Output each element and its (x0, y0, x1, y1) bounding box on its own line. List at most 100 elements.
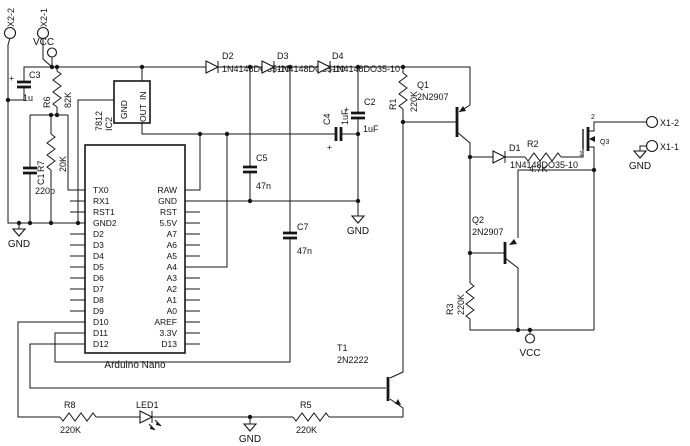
resistor-r8[interactable]: R8 220K (59, 400, 97, 435)
svg-text:D13: D13 (161, 339, 177, 349)
c2-value: 1uF (363, 124, 379, 134)
vcc-bottom-label: VCC (519, 348, 540, 359)
led1[interactable]: LED1 (136, 400, 162, 431)
connector-x1-2[interactable]: X1-2 (645, 115, 680, 129)
gnd-bottom-symbol[interactable]: GND (239, 423, 261, 445)
c1-label: C1 (36, 173, 46, 185)
transistor-t1[interactable]: T1 2N2222 (337, 343, 401, 405)
regulator-ic2[interactable]: IN GND OUT 7812 IC2 (94, 80, 151, 131)
x2-1-label: X2-1 (39, 8, 49, 27)
connector-x2-2[interactable]: X2-2 (3, 8, 17, 40)
r8-label: R8 (64, 400, 76, 410)
ic2-part-label: 7812 (94, 111, 104, 131)
ic2-designator-label: IC2 (104, 117, 114, 131)
resistor-r7[interactable]: R7 20K (36, 133, 68, 172)
c1-value: 220p (35, 186, 55, 196)
connector-x1-1[interactable]: X1-1 (645, 139, 680, 153)
svg-text:D10: D10 (93, 317, 109, 327)
x1-2-label: X1-2 (660, 118, 679, 128)
c2-label: C2 (364, 97, 376, 107)
q2-label: Q2 (472, 215, 484, 225)
gnd-mid-symbol[interactable]: GND (347, 215, 369, 237)
svg-text:D2: D2 (93, 229, 104, 239)
svg-text:RST: RST (160, 207, 177, 217)
diode-d1[interactable]: D1 1N4148DO35-10 (492, 143, 578, 170)
diode-d2[interactable]: D2 1N4148DO35-10 (205, 51, 290, 74)
svg-text:RAW: RAW (157, 185, 177, 195)
svg-text:D7: D7 (93, 284, 104, 294)
svg-text:A5: A5 (167, 251, 178, 261)
svg-text:A6: A6 (167, 240, 178, 250)
mosfet-q3[interactable]: 2 1 Q3 (579, 114, 609, 158)
r2-label: R2 (527, 139, 539, 149)
svg-text:D5: D5 (93, 262, 104, 272)
svg-text:D12: D12 (93, 339, 109, 349)
svg-text:RST1: RST1 (93, 207, 115, 217)
svg-text:D8: D8 (93, 295, 104, 305)
arduino-left-pin-labels: TX0 RX1 RST1 GND2 D2 D3 D4 D5 D6 D7 D8 D… (93, 185, 117, 349)
connector-x2-1[interactable]: X2-1 (36, 8, 50, 40)
vcc-top-symbol[interactable]: VCC (33, 37, 58, 58)
gnd-bottom-label: GND (239, 434, 261, 445)
r2-value: 4.7K (529, 164, 548, 174)
q1-value: 2N2907 (417, 92, 449, 102)
capacitor-c3[interactable]: + C3 1u (9, 70, 41, 103)
diode-d3[interactable]: D3 1N4148DO35-10 (261, 51, 345, 74)
d2-value: 1N4148DO35-10 (222, 64, 290, 74)
svg-text:D4: D4 (93, 251, 104, 261)
x2-2-label: X2-2 (6, 8, 16, 27)
arduino-right-pin-labels: RAW GND RST 5.5V A7 A6 A5 A4 A3 A2 A1 A0… (154, 185, 177, 349)
r6-label: R6 (42, 96, 52, 108)
transistor-q2[interactable]: Q2 2N2907 (472, 215, 517, 264)
capacitor-c4[interactable]: + C4 1uF (322, 109, 350, 152)
svg-text:A1: A1 (167, 295, 178, 305)
resistor-r6[interactable]: R6 82K (42, 70, 73, 108)
vcc-bottom-pad[interactable] (524, 333, 536, 344)
junction-dots (5, 64, 597, 420)
arduino-nano[interactable]: TX0 RX1 RST1 GND2 D2 D3 D4 D5 D6 D7 D8 D… (84, 144, 186, 371)
resistor-r3[interactable]: R3 220K (445, 282, 475, 320)
transistor-q1[interactable]: Q1 2N2907 (417, 80, 466, 137)
capacitor-c1[interactable]: C1 220p (23, 166, 55, 196)
svg-text:A7: A7 (167, 229, 178, 239)
x2-2-pad[interactable] (3, 26, 17, 40)
capacitor-c5[interactable]: C5 47n (243, 153, 271, 191)
svg-text:5.5V: 5.5V (160, 218, 178, 228)
q1-label: Q1 (417, 80, 429, 90)
svg-text:TX0: TX0 (93, 185, 109, 195)
diode-d4[interactable]: D4 1N4148DO35-10 (317, 51, 400, 74)
x1-2-pad[interactable] (645, 115, 659, 129)
svg-text:A3: A3 (167, 273, 178, 283)
x1-1-pad[interactable] (645, 139, 659, 153)
resistor-r1[interactable]: R1 220K (388, 72, 419, 112)
gnd-right-symbol[interactable]: GND (629, 150, 651, 172)
r1-label: R1 (388, 98, 398, 110)
c5-value: 47n (256, 181, 271, 191)
c3-plus: + (9, 73, 14, 83)
gnd-left-symbol[interactable]: GND (8, 223, 30, 250)
d3-value: 1N4148DO35-10 (277, 64, 345, 74)
c7-value: 47n (297, 246, 312, 256)
capacitor-c2[interactable]: + C2 1uF (344, 97, 379, 134)
r7-value: 20K (58, 156, 68, 172)
svg-text:AREF: AREF (154, 317, 177, 327)
d4-label: D4 (332, 51, 344, 61)
ic2-pin-gnd: GND (119, 100, 129, 119)
vcc-bottom-symbol[interactable]: VCC (519, 333, 541, 359)
svg-text:3.3V: 3.3V (160, 328, 178, 338)
t1-value: 2N2222 (337, 355, 369, 365)
gnd-left-label: GND (8, 239, 30, 250)
capacitor-c7[interactable]: C7 47n (283, 222, 312, 256)
q2-value: 2N2907 (472, 227, 504, 237)
r6-value: 82K (63, 92, 73, 108)
r5-label: R5 (300, 400, 312, 410)
c4-plus: + (327, 142, 332, 152)
resistor-r5[interactable]: R5 220K (292, 400, 330, 435)
vcc-top-label: VCC (33, 37, 54, 48)
svg-text:A2: A2 (167, 284, 178, 294)
vcc-top-pad[interactable] (46, 47, 58, 58)
svg-text:D6: D6 (93, 273, 104, 283)
resistor-r2[interactable]: R2 4.7K (524, 139, 562, 174)
x2-1-pad[interactable] (36, 26, 50, 40)
